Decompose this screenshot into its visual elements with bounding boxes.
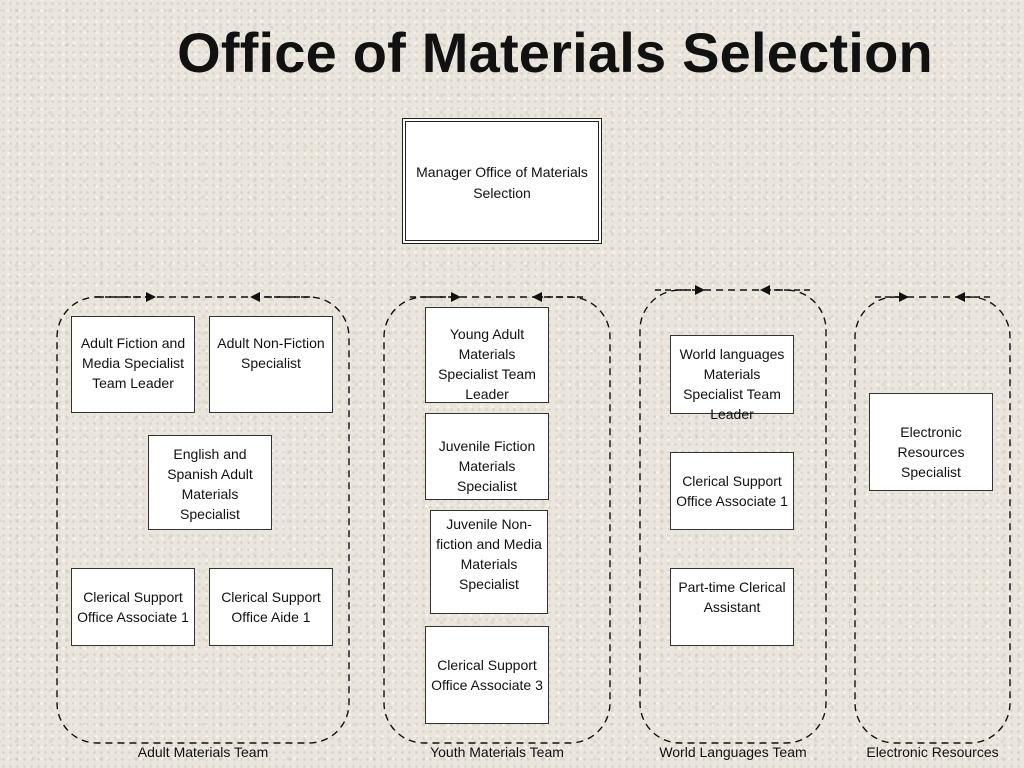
- page-title: Office of Materials Selection: [177, 21, 933, 84]
- adult-clerical-aide-box: Clerical Support Office Aide 1: [209, 568, 333, 646]
- adult-fiction-leader-box: Adult Fiction and Media Specialist Team …: [71, 316, 195, 413]
- english-spanish-label: English and Spanish Adult Materials Spec…: [167, 446, 253, 522]
- adult-clerical-aide-label: Clerical Support Office Aide 1: [221, 589, 321, 625]
- electronic-team-outline: [854, 296, 1011, 744]
- youth-clerical-label: Clerical Support Office Associate 3: [431, 657, 543, 693]
- juvenile-nonfiction-label: Juvenile Non-fiction and Media Materials…: [436, 516, 542, 592]
- world-leader-label: World languages Materials Specialist Tea…: [679, 346, 785, 422]
- juvenile-fiction-box: Juvenile Fiction Materials Specialist: [425, 413, 549, 500]
- world-team-label: World Languages Team: [659, 744, 807, 760]
- youth-clerical-box: Clerical Support Office Associate 3: [425, 626, 549, 724]
- electronic-specialist-label: Electronic Resources Specialist: [897, 424, 965, 480]
- youth-team-label: Youth Materials Team: [430, 744, 564, 760]
- electronic-specialist-box: Electronic Resources Specialist: [869, 393, 993, 491]
- juvenile-nonfiction-box: Juvenile Non-fiction and Media Materials…: [430, 510, 548, 614]
- world-clerical-box: Clerical Support Office Associate 1: [670, 452, 794, 530]
- electronic-team-label: Electronic Resources: [866, 744, 999, 760]
- adult-team-label: Adult Materials Team: [137, 744, 269, 760]
- adult-team-outline: [56, 296, 350, 744]
- world-clerical-label: Clerical Support Office Associate 1: [676, 473, 788, 509]
- youth-leader-box: Young Adult Materials Specialist Team Le…: [425, 307, 549, 403]
- juvenile-fiction-label: Juvenile Fiction Materials Specialist: [438, 438, 536, 494]
- adult-nonfiction-label: Adult Non-Fiction Specialist: [217, 335, 325, 371]
- english-spanish-box: English and Spanish Adult Materials Spec…: [148, 435, 272, 530]
- adult-clerical-associate-box: Clerical Support Office Associate 1: [71, 568, 195, 646]
- youth-leader-label: Young Adult Materials Specialist Team Le…: [438, 326, 536, 402]
- world-parttime-label: Part-time Clerical Assistant: [678, 579, 786, 615]
- world-team-outline: [639, 289, 827, 744]
- manager-box: Manager Office of Materials Selection: [402, 118, 602, 244]
- youth-team-outline: [383, 296, 611, 744]
- adult-nonfiction-box: Adult Non-Fiction Specialist: [209, 316, 333, 413]
- world-parttime-box: Part-time Clerical Assistant: [670, 568, 794, 646]
- world-leader-box: World languages Materials Specialist Tea…: [670, 335, 794, 422]
- manager-label: Manager Office of Materials Selection: [416, 164, 588, 201]
- adult-fiction-leader-label: Adult Fiction and Media Specialist Team …: [80, 335, 186, 391]
- adult-clerical-associate-label: Clerical Support Office Associate 1: [77, 589, 189, 625]
